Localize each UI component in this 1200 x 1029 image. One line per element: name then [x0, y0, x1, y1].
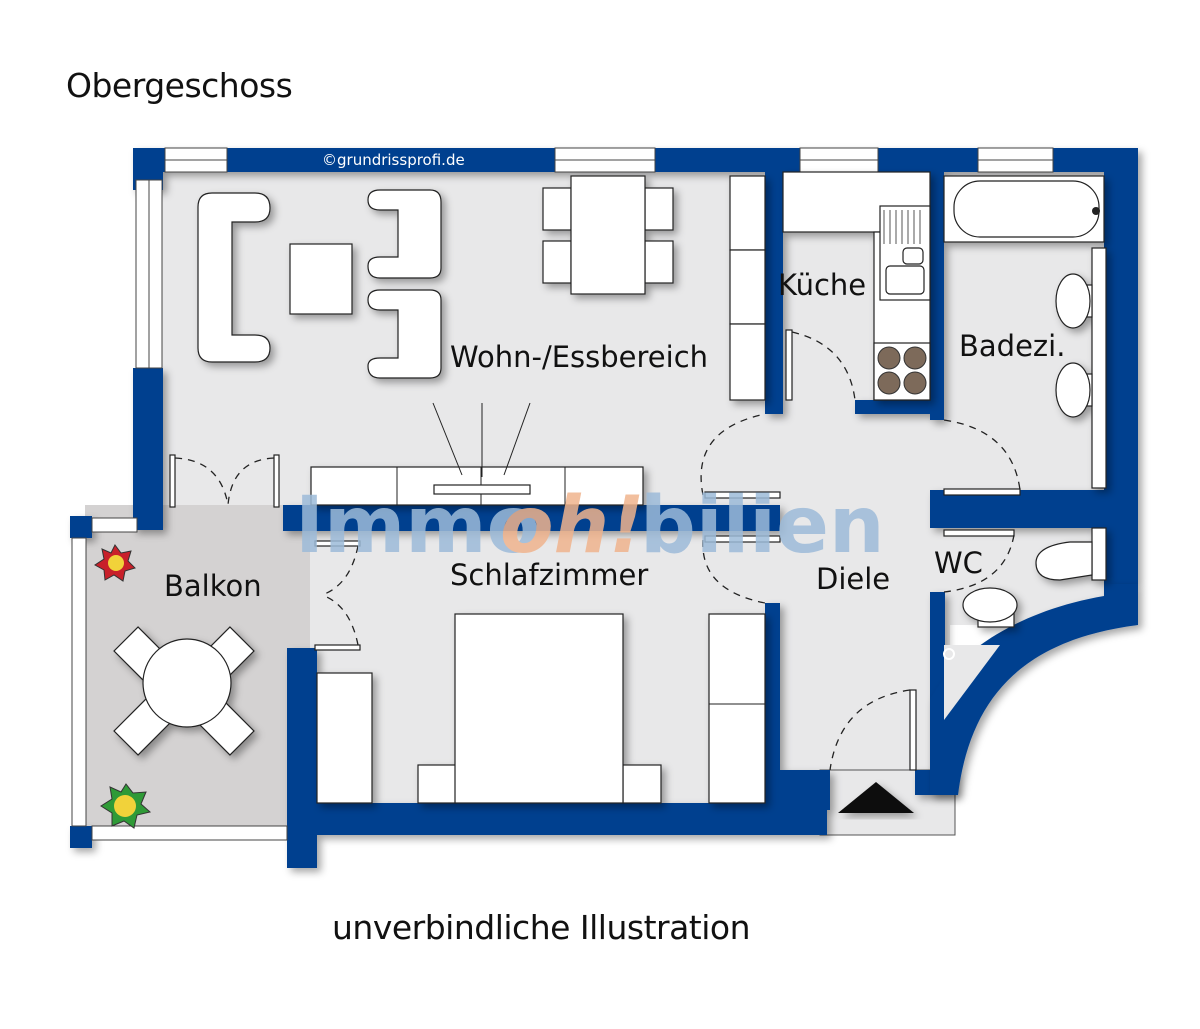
sink-drainboard: [883, 210, 921, 244]
sofa: [197, 192, 271, 363]
svg-text:Immo: Immo: [295, 481, 540, 571]
washbasin-icon: [1055, 273, 1091, 329]
svg-text:bilien: bilien: [640, 481, 884, 571]
room-label-balcony: Balkon: [164, 569, 262, 603]
room-labels: Wohn-/Essbereich Küche Badezi. Schlafzim…: [164, 268, 1065, 603]
bed: [454, 613, 624, 804]
tv: [433, 484, 531, 495]
room-label-kitchen: Küche: [778, 268, 866, 302]
plant-icon: [94, 544, 136, 582]
stove-burners: [877, 346, 927, 395]
room-label-bath: Badezi.: [959, 329, 1065, 363]
room-label-bedroom: Schlafzimmer: [450, 558, 648, 592]
room-label-living: Wohn-/Essbereich: [450, 340, 708, 374]
tv-viewing-lines: [432, 402, 531, 477]
balcony-table: [142, 638, 232, 728]
washbasin-icon: [1055, 362, 1091, 418]
kitchen-furniture: [782, 171, 931, 401]
dining-table: [570, 175, 646, 295]
windows: [71, 147, 1054, 841]
wardrobe: [708, 613, 766, 804]
walls: [70, 148, 1138, 868]
bath-furniture: [943, 175, 1107, 489]
svg-text:oh!: oh!: [500, 481, 645, 571]
disclaimer-caption: unverbindliche Illustration: [332, 908, 751, 947]
room-label-hall: Diele: [816, 562, 890, 596]
coffee-table: [289, 243, 353, 315]
room-label-wc: WC: [934, 546, 983, 580]
bathtub-icon: [953, 180, 1100, 238]
wc-washbasin-icon: [962, 587, 1018, 623]
copyright-text: ©grundrissprofi.de: [322, 151, 465, 169]
floor-title: Obergeschoss: [66, 66, 293, 105]
armchair: [367, 189, 442, 279]
entrance-arrow-icon: [838, 782, 914, 813]
wardrobe: [316, 672, 373, 804]
wc-furniture: [962, 527, 1107, 628]
armchair: [367, 289, 442, 379]
plant-icon: [100, 783, 152, 829]
curved-wall: [930, 584, 1138, 795]
doors: [169, 329, 1021, 771]
bedroom-furniture: [316, 613, 766, 804]
toilet-icon: [1035, 541, 1093, 581]
living-furniture: [197, 175, 766, 506]
balcony-furniture: [113, 626, 255, 756]
watermark: Immo oh! bilien: [295, 481, 884, 571]
